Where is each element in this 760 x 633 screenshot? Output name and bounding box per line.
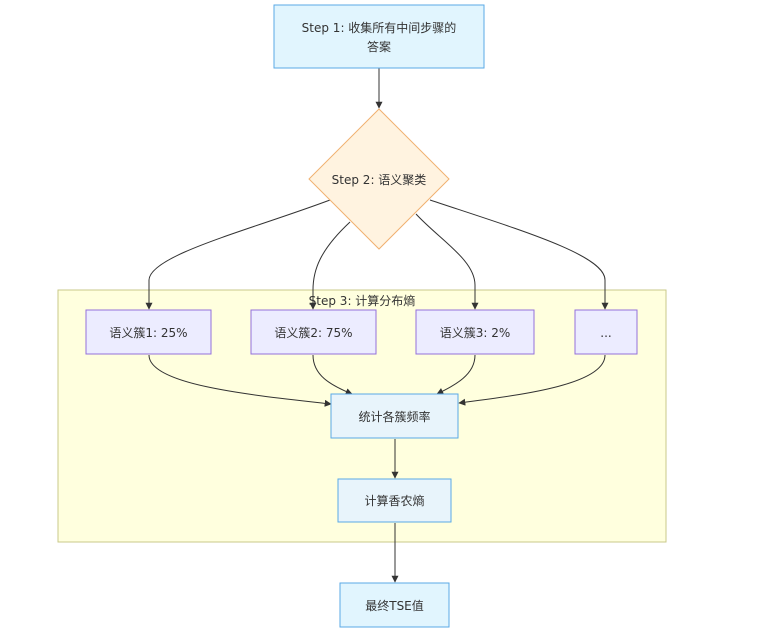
- cluster-label-1: 语义簇1: 25%: [109, 325, 187, 340]
- edge-step2-cluster1: [145, 199, 331, 310]
- step2-node: Step 2: 语义聚类: [308, 108, 450, 250]
- final-node: 最终TSE值: [339, 582, 450, 628]
- step1-box: [273, 4, 485, 69]
- cluster-box-1: [85, 309, 212, 355]
- cluster-label-3: 语义簇3: 2%: [440, 325, 511, 340]
- edge-cluster4-count: [458, 354, 606, 406]
- cluster-node-2: 语义簇2: 75%: [250, 309, 377, 355]
- cluster-box-2: [250, 309, 377, 355]
- count-box: [330, 393, 459, 439]
- edge-cluster1-count: [148, 354, 332, 407]
- step3-label: Step 3: 计算分布熵: [309, 293, 416, 308]
- cluster-node-3: 语义簇3: 2%: [415, 309, 535, 355]
- step1-label-line2: 答案: [367, 39, 391, 54]
- entropy-box: [337, 478, 452, 523]
- step1-node: Step 1: 收集所有中间步骤的 答案: [273, 4, 485, 69]
- cluster-box-4: [574, 309, 638, 355]
- cluster-node-1: 语义簇1: 25%: [85, 309, 212, 355]
- cluster-label-2: 语义簇2: 75%: [274, 325, 352, 340]
- edge-step2-cluster4: [429, 199, 609, 310]
- entropy-label: 计算香农熵: [364, 493, 424, 508]
- edges: [145, 68, 609, 583]
- step2-diamond: [308, 108, 450, 250]
- final-label: 最终TSE值: [365, 598, 424, 613]
- edge-step2-cluster3: [415, 213, 479, 310]
- count-node: 统计各簇频率: [330, 393, 459, 439]
- cluster-node-4: ...: [574, 309, 638, 355]
- cluster-label-4: ...: [600, 326, 611, 340]
- edge-cluster2-count: [312, 354, 353, 395]
- step1-label-line1: Step 1: 收集所有中间步骤的: [302, 20, 457, 35]
- edge-cluster3-count: [436, 354, 476, 395]
- edge-step2-cluster2: [309, 221, 351, 310]
- step2-label: Step 2: 语义聚类: [332, 173, 427, 187]
- final-box: [339, 582, 450, 628]
- entropy-node: 计算香农熵: [337, 478, 452, 523]
- count-label: 统计各簇频率: [358, 409, 430, 424]
- cluster-box-3: [415, 309, 535, 355]
